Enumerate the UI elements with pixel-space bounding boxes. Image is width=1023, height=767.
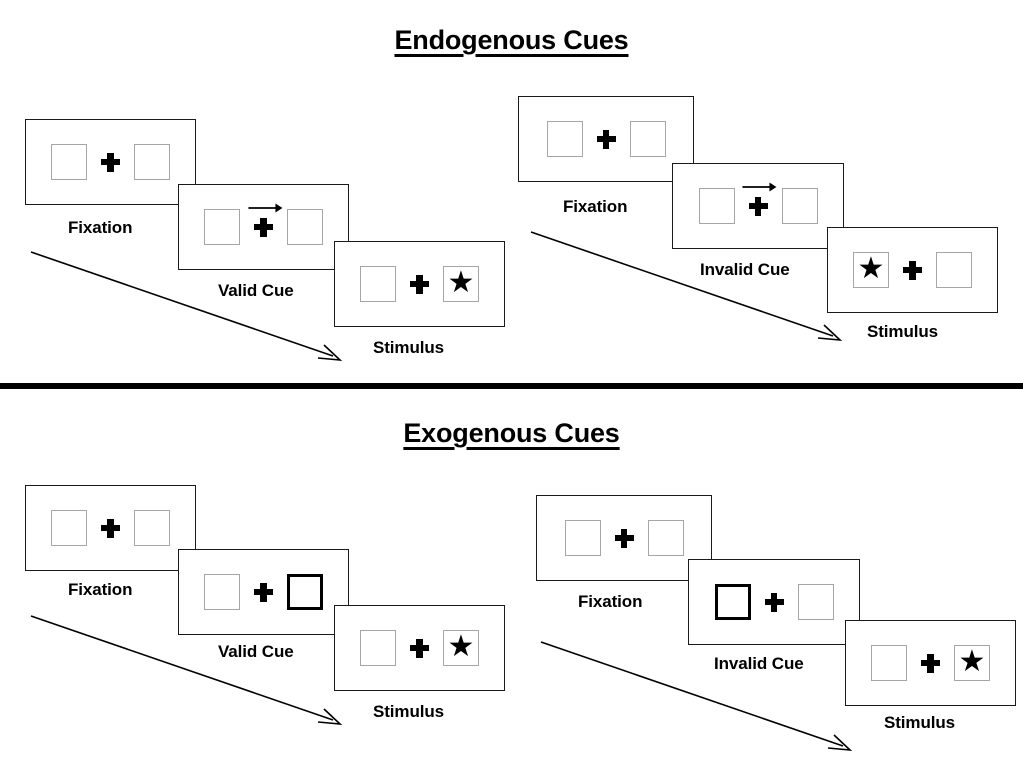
caption-exogenous-invalid-cue: Invalid Cue <box>714 654 804 673</box>
panel-content <box>714 584 834 620</box>
caption-endogenous-invalid-cue: Invalid Cue <box>700 260 790 279</box>
panel-endogenous-valid-fixation <box>25 119 196 205</box>
left-box-cued <box>714 584 751 620</box>
panel-content: ★ <box>360 630 479 666</box>
left-box <box>564 520 601 556</box>
caption-endogenous-valid-fixation: Fixation <box>68 218 133 237</box>
left-box <box>204 574 240 610</box>
panel-endogenous-invalid-stimulus: ★ <box>827 227 998 313</box>
panel-exogenous-valid-cue <box>178 549 349 635</box>
section-title-endogenous: Endogenous Cues <box>394 25 629 55</box>
left-box <box>698 188 735 224</box>
caption-exogenous-valid-fixation: Fixation <box>68 580 133 599</box>
section-title-exogenous: Exogenous Cues <box>403 418 620 448</box>
star-icon: ★ <box>958 645 986 678</box>
left-box <box>871 645 907 681</box>
panel-content <box>204 203 323 245</box>
panel-exogenous-invalid-cue <box>688 559 860 645</box>
right-box <box>797 584 834 620</box>
panel-endogenous-invalid-fixation <box>518 96 694 182</box>
right-box <box>134 144 170 180</box>
right-box: ★ <box>954 645 990 681</box>
caption-endogenous-invalid-fixation: Fixation <box>563 197 628 216</box>
star-icon: ★ <box>447 266 475 299</box>
panel-content <box>51 144 170 180</box>
caption-endogenous-valid-stimulus: Stimulus <box>373 338 444 357</box>
fixation-cross-icon <box>903 260 922 280</box>
fixation-cross-icon <box>101 152 120 172</box>
left-box <box>360 266 396 302</box>
panel-content <box>698 182 818 224</box>
right-box: ★ <box>443 266 479 302</box>
left-box <box>51 510 87 546</box>
panel-exogenous-valid-fixation <box>25 485 196 571</box>
panel-content <box>564 520 684 556</box>
panel-content: ★ <box>360 266 479 302</box>
flow-arrow-exogenous-invalid <box>540 641 853 752</box>
right-box <box>629 121 666 157</box>
right-box-cued <box>287 574 323 610</box>
panel-exogenous-invalid-fixation <box>536 495 712 581</box>
panel-exogenous-valid-stimulus: ★ <box>334 605 505 691</box>
caption-exogenous-valid-cue: Valid Cue <box>218 642 294 661</box>
panel-endogenous-valid-stimulus: ★ <box>334 241 505 327</box>
panel-content <box>546 121 666 157</box>
panel-content: ★ <box>853 252 972 288</box>
fixation-cross-icon <box>101 518 120 538</box>
fixation-cross-icon <box>254 582 273 602</box>
left-box <box>51 144 87 180</box>
right-box <box>287 209 323 245</box>
right-box <box>134 510 170 546</box>
right-box <box>781 188 818 224</box>
panel-endogenous-invalid-cue <box>672 163 844 249</box>
right-box: ★ <box>443 630 479 666</box>
panel-content <box>51 510 170 546</box>
arrow-right-cue-icon <box>742 182 777 191</box>
caption-endogenous-valid-cue: Valid Cue <box>218 281 294 300</box>
star-icon: ★ <box>447 630 475 663</box>
fixation-cross-icon <box>596 129 616 149</box>
caption-exogenous-valid-stimulus: Stimulus <box>373 702 444 721</box>
caption-exogenous-invalid-fixation: Fixation <box>578 592 643 611</box>
fixation-cross-icon <box>742 182 777 216</box>
panel-endogenous-valid-cue <box>178 184 349 270</box>
right-box <box>936 252 972 288</box>
fixation-cross-icon <box>247 203 282 237</box>
fixation-cross-icon <box>614 528 634 548</box>
panel-exogenous-invalid-stimulus: ★ <box>845 620 1016 706</box>
flow-arrow-endogenous-invalid <box>530 231 843 342</box>
panel-content: ★ <box>871 645 990 681</box>
star-icon: ★ <box>857 252 885 285</box>
fixation-cross-icon <box>764 592 784 612</box>
section-divider <box>0 383 1023 389</box>
panel-content <box>204 574 323 610</box>
arrow-right-cue-icon <box>247 203 282 212</box>
fixation-cross-icon <box>921 653 940 673</box>
caption-endogenous-invalid-stimulus: Stimulus <box>867 322 938 341</box>
flow-arrow-exogenous-valid <box>30 615 343 726</box>
caption-exogenous-invalid-stimulus: Stimulus <box>884 713 955 732</box>
left-box: ★ <box>853 252 889 288</box>
fixation-cross-icon <box>410 638 429 658</box>
left-box <box>360 630 396 666</box>
fixation-cross-icon <box>410 274 429 294</box>
flow-arrow-endogenous-valid <box>30 251 343 362</box>
right-box <box>647 520 684 556</box>
left-box <box>546 121 583 157</box>
left-box <box>204 209 240 245</box>
